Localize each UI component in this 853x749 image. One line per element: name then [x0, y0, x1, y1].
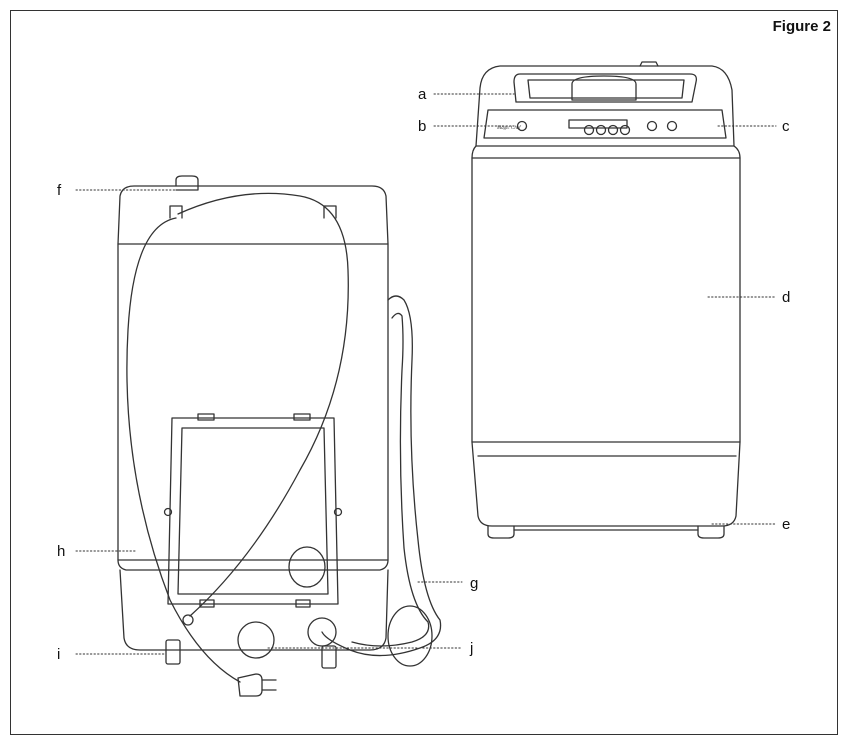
back-top: [117, 185, 389, 245]
panel-tab: [295, 599, 311, 608]
callout-i: i: [57, 646, 60, 663]
callout-j: j: [469, 640, 473, 657]
washer-shoulder: [471, 145, 741, 159]
access-panel-inner: [177, 427, 329, 595]
back-washer: [117, 175, 442, 697]
panel-tab: [293, 413, 311, 421]
callout-h: h: [57, 543, 65, 560]
callout-f: f: [57, 182, 62, 199]
panel-tab: [197, 413, 215, 421]
power-cord: [177, 192, 349, 617]
washer-foot: [487, 525, 515, 539]
panel-button: [607, 124, 619, 136]
callout-d: d: [782, 289, 790, 306]
cord-hook: [323, 205, 337, 219]
access-panel: [167, 417, 339, 605]
panel-button: [619, 124, 631, 136]
power-plug: [237, 673, 263, 697]
callout-c: c: [782, 118, 790, 135]
cord-grommet: [182, 614, 194, 626]
figure-title: Figure 2: [772, 18, 831, 35]
panel-screw: [163, 507, 173, 517]
control-display: [568, 119, 628, 129]
panel-button: [666, 120, 678, 132]
lid-window: [513, 73, 698, 103]
washer-base: [471, 441, 741, 527]
leader-lines: [75, 93, 777, 655]
callout-b: b: [418, 118, 426, 135]
washer-foot: [697, 525, 725, 539]
back-cabinet: [117, 243, 389, 561]
back-foot: [165, 639, 181, 665]
back-foot: [321, 645, 337, 669]
callout-a: a: [418, 86, 427, 103]
panel-screw: [333, 507, 343, 517]
drain-opening: [237, 621, 275, 659]
hose-end: [387, 605, 433, 667]
drain-hose: [351, 312, 430, 647]
control-panel: [483, 109, 727, 139]
callout-g: g: [470, 575, 478, 592]
panel-button: [583, 124, 595, 136]
power-cord: [126, 217, 241, 683]
callout-e: e: [782, 516, 790, 533]
washer-lid: [475, 65, 735, 147]
drain-hose: [321, 295, 442, 657]
front-washer: [471, 61, 741, 539]
drain-outlet: [307, 617, 337, 647]
back-base: [119, 569, 389, 651]
washer-cabinet: [471, 157, 741, 443]
rear-port: [288, 546, 326, 588]
figure-frame: [10, 10, 838, 735]
panel-button: [516, 120, 528, 132]
lid-handle: [639, 61, 659, 67]
panel-button: [646, 120, 658, 132]
brand-mark: Magic Chef: [496, 126, 521, 131]
water-inlet: [175, 175, 199, 191]
back-band: [117, 559, 389, 571]
lid-window-inner: [527, 79, 685, 99]
panel-button: [595, 124, 607, 136]
agitator-cap: [571, 75, 637, 101]
cord-hook: [169, 205, 183, 219]
